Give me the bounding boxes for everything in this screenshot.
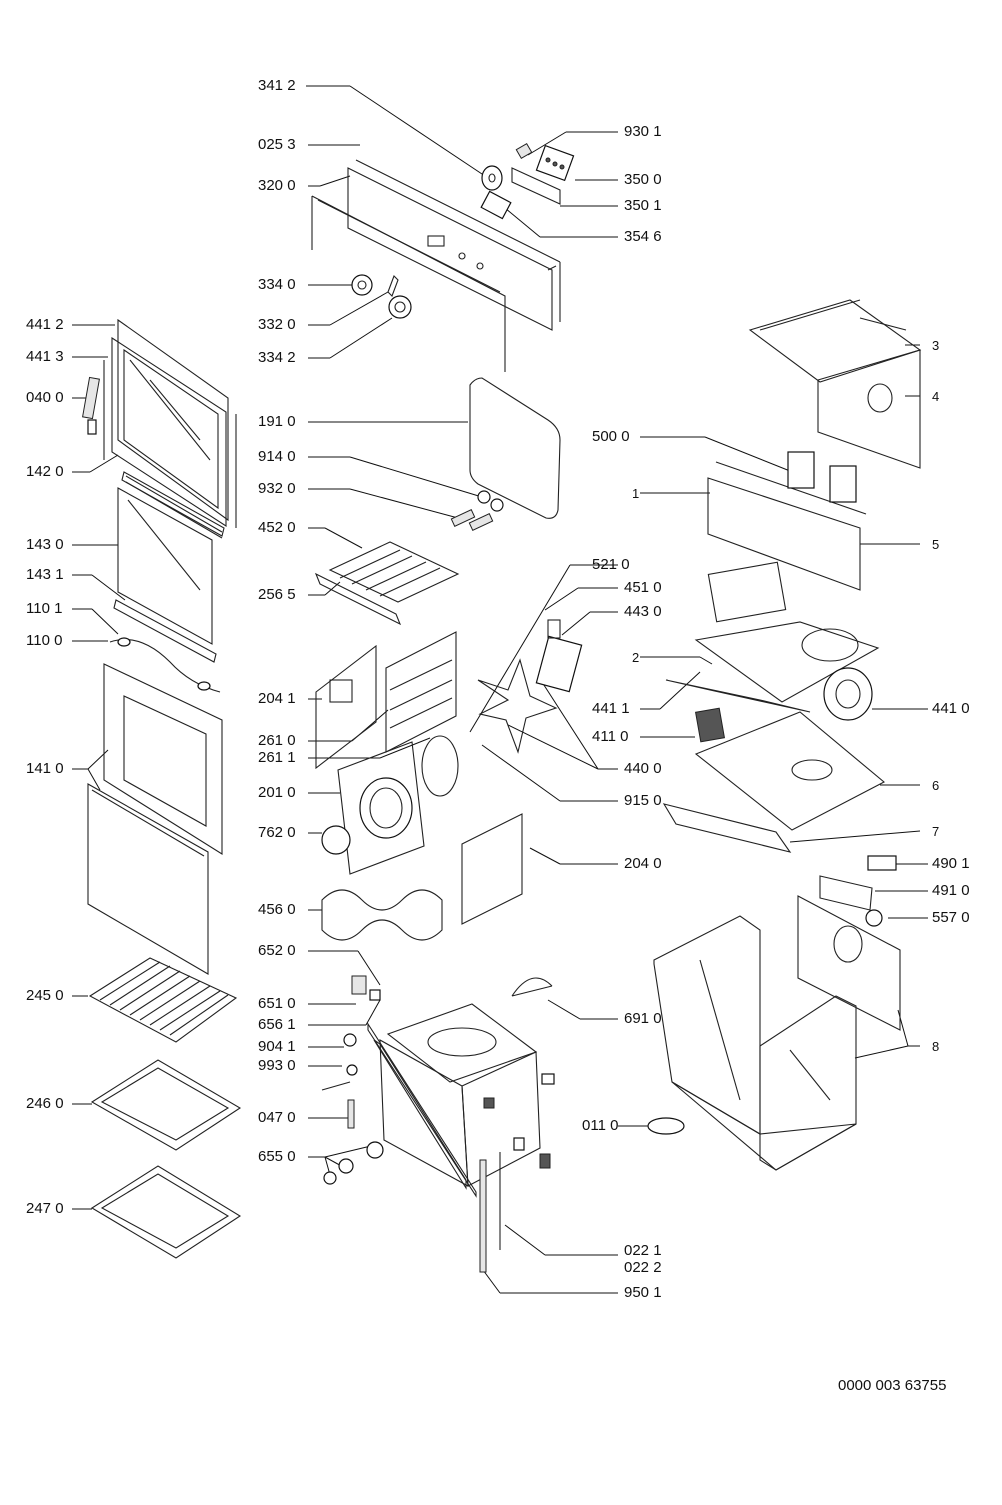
callout-204-1: 204 1 bbox=[258, 690, 296, 707]
callout-1: 1 bbox=[632, 486, 640, 501]
callout-256-5: 256 5 bbox=[258, 586, 296, 603]
callout-8: 8 bbox=[932, 1039, 940, 1054]
callout-141-0: 141 0 bbox=[26, 760, 64, 777]
document-number: 0000 003 63755 bbox=[838, 1377, 947, 1394]
callout-762-0: 762 0 bbox=[258, 824, 296, 841]
callout-932-0: 932 0 bbox=[258, 480, 296, 497]
callout-915-0: 915 0 bbox=[624, 792, 662, 809]
callout-521-0: 521 0 bbox=[592, 556, 630, 573]
callout-904-1: 904 1 bbox=[258, 1038, 296, 1055]
callout-7: 7 bbox=[932, 824, 940, 839]
callout-2: 2 bbox=[632, 650, 640, 665]
callout-490-1: 490 1 bbox=[932, 855, 970, 872]
callout-411-0: 411 0 bbox=[592, 728, 629, 745]
callout-652-0: 652 0 bbox=[258, 942, 296, 959]
callout-3: 3 bbox=[932, 338, 940, 353]
hinge-strip-top bbox=[125, 475, 223, 539]
cavity-components bbox=[314, 377, 583, 1185]
callout-341-2: 341 2 bbox=[258, 77, 296, 94]
callout-047-0: 047 0 bbox=[258, 1109, 296, 1126]
callout-334-0: 334 0 bbox=[258, 276, 296, 293]
callout-350-0: 350 0 bbox=[624, 171, 662, 188]
callout-201-0: 201 0 bbox=[258, 784, 296, 801]
leader-lines bbox=[72, 85, 928, 1294]
callout-334-2: 334 2 bbox=[258, 349, 296, 366]
callout-247-0: 247 0 bbox=[26, 1200, 64, 1217]
callout-441-1: 441 1 bbox=[592, 700, 630, 717]
callout-354-6: 354 6 bbox=[624, 228, 662, 245]
callout-191-0: 191 0 bbox=[258, 413, 296, 430]
callout-025-3: 025 3 bbox=[258, 136, 296, 153]
callout-6: 6 bbox=[932, 778, 940, 793]
callout-040-0: 040 0 bbox=[26, 389, 64, 406]
callout-691-0: 691 0 bbox=[624, 1010, 662, 1027]
callout-011-0: 011 0 bbox=[582, 1117, 619, 1134]
callout-261-0: 261 0 bbox=[258, 732, 296, 749]
springs bbox=[450, 509, 494, 531]
callout-441-0: 441 0 bbox=[932, 700, 970, 717]
callout-452-0: 452 0 bbox=[258, 519, 296, 536]
callout-655-0: 655 0 bbox=[258, 1148, 296, 1165]
callout-930-1: 930 1 bbox=[624, 123, 662, 140]
callout-261-1: 261 1 bbox=[258, 749, 296, 766]
callout-451-0: 451 0 bbox=[624, 579, 662, 596]
callout-500-0: 500 0 bbox=[592, 428, 630, 445]
callout-993-0: 993 0 bbox=[258, 1057, 296, 1074]
control-panel-group bbox=[311, 142, 575, 372]
callout-246-0: 246 0 bbox=[26, 1095, 64, 1112]
callout-441-2: 441 2 bbox=[26, 316, 64, 333]
callout-456-0: 456 0 bbox=[258, 901, 296, 918]
callout-110-0: 110 0 bbox=[26, 632, 63, 649]
callout-142-0: 142 0 bbox=[26, 463, 64, 480]
callout-143-0: 143 0 bbox=[26, 536, 64, 553]
callout-022-1: 022 1 bbox=[624, 1242, 662, 1259]
door-group bbox=[82, 318, 237, 975]
callout-204-0: 204 0 bbox=[624, 855, 662, 872]
callout-440-0: 440 0 bbox=[624, 760, 662, 777]
callout-332-0: 332 0 bbox=[258, 316, 296, 333]
callout-443-0: 443 0 bbox=[624, 603, 662, 620]
callout-245-0: 245 0 bbox=[26, 987, 64, 1004]
callout-143-1: 143 1 bbox=[26, 566, 64, 583]
callout-441-3: 441 3 bbox=[26, 348, 64, 365]
callout-350-1: 350 1 bbox=[624, 197, 662, 214]
callout-320-0: 320 0 bbox=[258, 177, 296, 194]
callout-950-1: 950 1 bbox=[624, 1284, 662, 1301]
oven-cavity bbox=[367, 977, 685, 1273]
callout-651-0: 651 0 bbox=[258, 995, 296, 1012]
callout-5: 5 bbox=[932, 537, 940, 552]
shelf-and-trays bbox=[88, 957, 242, 1259]
callout-557-0: 557 0 bbox=[932, 909, 970, 926]
callout-914-0: 914 0 bbox=[258, 448, 296, 465]
callout-656-1: 656 1 bbox=[258, 1016, 296, 1033]
callout-491-0: 491 0 bbox=[932, 882, 970, 899]
housing-right bbox=[653, 299, 922, 1171]
callout-4: 4 bbox=[932, 389, 940, 404]
callout-110-1: 110 1 bbox=[26, 600, 63, 617]
callout-022-2: 022 2 bbox=[624, 1259, 662, 1276]
